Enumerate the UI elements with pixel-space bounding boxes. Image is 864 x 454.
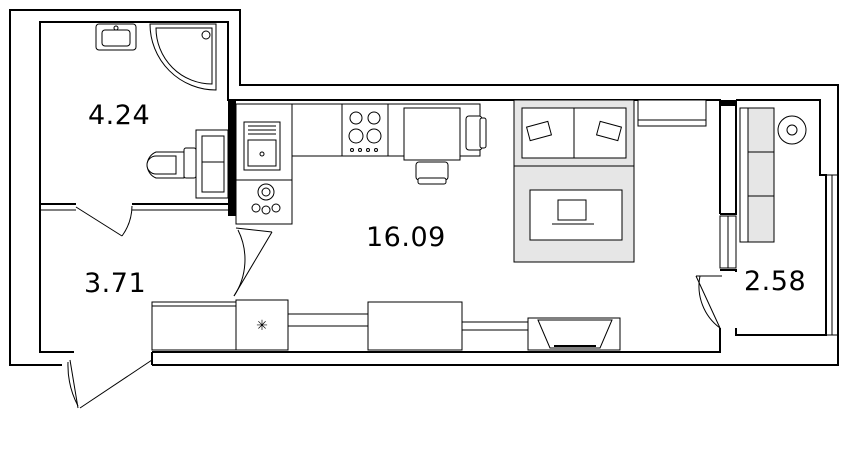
- window-balcony: [719, 215, 737, 269]
- laptop-icon: [529, 189, 623, 241]
- interior-walls: [151, 328, 721, 365]
- kitchen-sink-icon: [243, 121, 281, 171]
- svg-text:✳: ✳: [256, 318, 268, 334]
- room-area-hallway: 3.71: [84, 268, 147, 299]
- bathroom-door: [75, 205, 133, 237]
- washing-machine-icon: [195, 129, 229, 199]
- wardrobe-icon: ✳: [151, 299, 289, 351]
- sink-icon: [95, 23, 137, 51]
- living-door: [233, 227, 273, 297]
- stove-icon: [341, 103, 389, 157]
- balcony-door: [695, 275, 722, 329]
- lamp-icon: [777, 115, 807, 145]
- storage-cabinet: [367, 301, 463, 351]
- table-icon: [403, 107, 461, 161]
- entrance-door: [67, 359, 153, 409]
- shelf: [637, 99, 707, 127]
- chair-icon: [415, 115, 487, 185]
- tv-stand-icon: [527, 317, 621, 351]
- room-area-balcony: 2.58: [744, 266, 807, 297]
- fridge-icon: [235, 179, 293, 225]
- window-right: [825, 174, 839, 336]
- room-area-bathroom: 4.24: [88, 100, 151, 131]
- bathroom-partition: [40, 203, 236, 211]
- room-area-living: 16.09: [366, 222, 446, 253]
- toilet-icon: [146, 147, 197, 179]
- armchair-icon: [739, 107, 775, 243]
- shower-icon: [149, 23, 217, 91]
